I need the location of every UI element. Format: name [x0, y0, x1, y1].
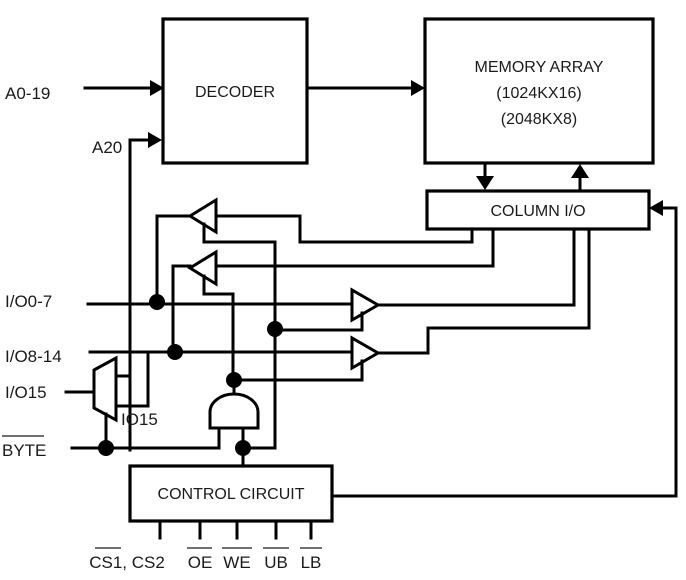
out-buffer-upper-to-io0-7-wire — [155, 214, 192, 304]
arrow-right-icon — [148, 132, 162, 148]
column-io-label: COLUMN I/O — [490, 203, 585, 220]
arrow-down-icon — [476, 176, 494, 190]
a20-wire — [128, 138, 152, 452]
junction-dot — [235, 440, 251, 456]
memory-array-size-x8: (2048KX8) — [501, 111, 578, 128]
decoder-label: DECODER — [195, 84, 275, 101]
arrow-up-icon — [571, 164, 589, 178]
junction-dot — [98, 440, 114, 456]
decoder-block — [161, 17, 309, 165]
a20-label: A20 — [92, 138, 122, 157]
control-to-enable-wire — [241, 328, 277, 450]
io15-mux — [92, 355, 118, 423]
io15-internal-label: IO15 — [121, 410, 158, 429]
io0-7-label: I/O0-7 — [5, 292, 52, 311]
out-buffer-upper-enable-wire — [202, 222, 277, 332]
out-buffer-lower-enable-wire — [202, 274, 235, 382]
a0-19-label: A0-19 — [5, 84, 50, 103]
pin-ub-label: UB — [264, 553, 288, 572]
junction-dot — [149, 294, 165, 310]
memory-array-size-x16: (1024KX16) — [496, 85, 581, 102]
byte-wire — [70, 426, 221, 450]
out-buffer-lower-to-io8-14-wire — [171, 264, 192, 352]
pin-we-label: WE — [223, 553, 250, 572]
in-buffer-upper-enable-wire — [273, 311, 364, 332]
mux-to-io8-14-wire — [114, 350, 150, 408]
input-buffer-upper — [350, 287, 382, 323]
arrow-right-icon — [150, 80, 164, 96]
control-circuit-label: CONTROL CIRCUIT — [158, 486, 305, 503]
column-io-block — [425, 189, 651, 231]
memory-array-block — [423, 17, 655, 165]
pin-cs-label: CS1, CS2 — [89, 553, 165, 572]
column-to-out-buffer-lower-wire — [214, 227, 495, 268]
junction-dot — [167, 344, 183, 360]
arrow-right-icon — [411, 80, 425, 96]
arrow-left-icon — [649, 200, 663, 216]
in-buffer-lower-to-column-wire — [376, 227, 591, 355]
pin-oe-label: OE — [188, 553, 213, 572]
in-buffer-lower-enable-wire — [231, 359, 364, 382]
byte-label: BYTE — [2, 441, 46, 460]
in-buffer-upper-to-column-wire — [376, 227, 576, 307]
memory-array-label: MEMORY ARRAY — [475, 59, 604, 76]
control-to-column-wire — [330, 206, 678, 498]
and-gate — [208, 392, 260, 430]
io15-label: I/O15 — [5, 383, 47, 402]
junction-dot — [226, 372, 242, 388]
pin-lb-label: LB — [301, 553, 322, 572]
io8-14-label: I/O8-14 — [5, 347, 62, 366]
column-to-out-buffer-upper-wire — [214, 214, 474, 244]
control-circuit-block — [128, 464, 334, 523]
input-buffer-lower — [350, 335, 382, 371]
